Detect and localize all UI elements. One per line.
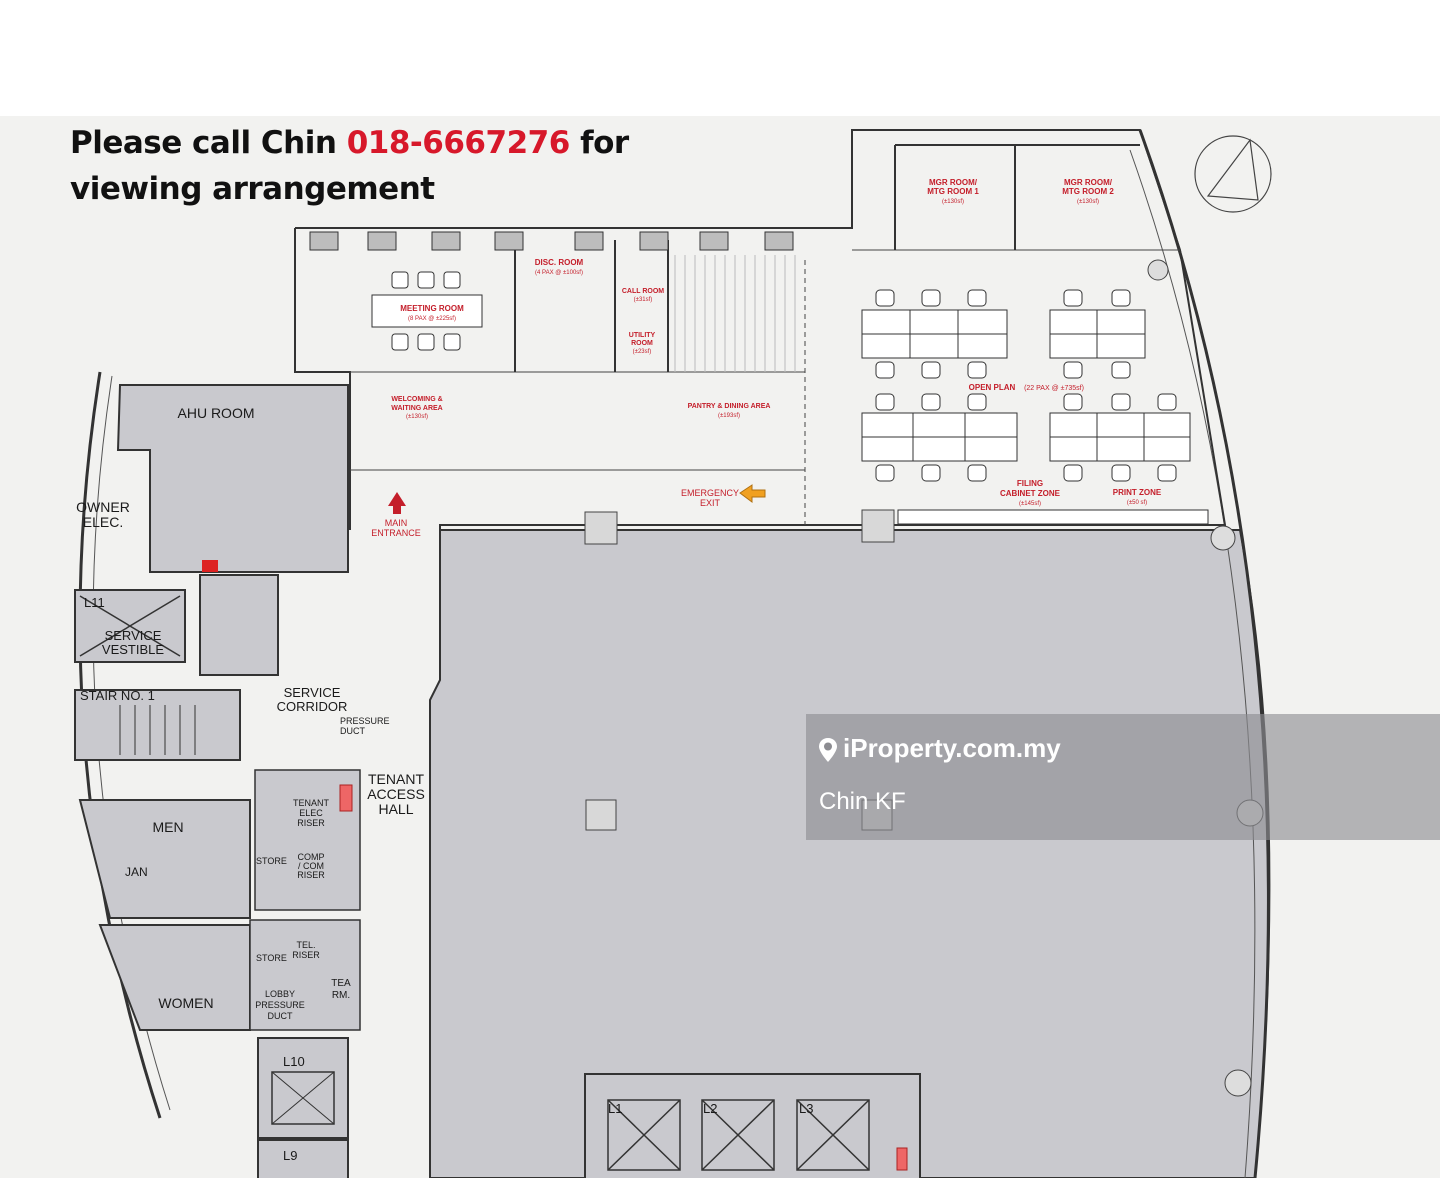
label-lobby-duct: LOBBY (265, 989, 295, 999)
label-men: MEN (152, 819, 183, 835)
contact-suffix: for (569, 125, 629, 161)
lift-bank (584, 1073, 921, 1178)
facade-right-inner (1129, 149, 1256, 1178)
label-comp-riser: COMP (298, 852, 325, 862)
label-tea-rm-2: RM. (332, 990, 350, 1001)
label-welcoming: WELCOMING & (391, 396, 442, 403)
label-pressure-duct-2: DUCT (340, 726, 365, 736)
label-tea-rm: TEA (331, 978, 351, 989)
label-open-plan: OPEN PLAN (969, 383, 1016, 392)
label-tenant-access: TENANT (368, 771, 424, 787)
label-stair: STAIR NO. 1 (80, 688, 155, 703)
ahu-room-area (116, 384, 349, 573)
womens-toilet (98, 924, 251, 1031)
contact-line-1: Please call Chin 018-6667276 for (70, 120, 629, 166)
floor-plan-drawing: AHU ROOM OWNER ELEC. L11 SERVICE VESTIBL… (74, 129, 1272, 1178)
watermark-agent: Chin KF (819, 788, 906, 815)
label-emergency-exit: EMERGENCY (681, 488, 739, 498)
label-service-vestible-2: VESTIBLE (102, 642, 164, 657)
label-utility-room-sub: (±23sf) (633, 349, 652, 355)
label-tenant-access-3: HALL (378, 801, 413, 817)
location-pin-icon (819, 738, 837, 762)
label-tenant-access-2: ACCESS (367, 786, 425, 802)
lift-l9 (257, 1139, 349, 1178)
mens-toilet (78, 799, 251, 919)
label-meeting-room: MEETING ROOM (400, 304, 464, 313)
label-lobby-duct-2: PRESSURE (255, 1000, 305, 1010)
label-utility-room-2: ROOM (631, 340, 653, 347)
label-call-room-sub: (±31sf) (634, 297, 653, 303)
label-service-corridor: SERVICE (284, 685, 341, 700)
north-arrow-icon (1194, 135, 1272, 213)
label-print-zone: PRINT ZONE (1113, 488, 1162, 497)
label-pantry-sub: (±193sf) (718, 413, 740, 419)
label-filing-2: CABINET ZONE (1000, 489, 1061, 498)
label-lobby-duct-3: DUCT (268, 1011, 293, 1021)
label-store-1: STORE (256, 856, 287, 866)
label-l9: L9 (283, 1148, 297, 1163)
label-tenant-elec-3: RISER (297, 818, 325, 828)
label-l11: L11 (84, 595, 105, 610)
label-disc-room-sub: (4 PAX @ ±100sf) (535, 270, 583, 276)
shaft-room (199, 574, 279, 676)
label-l3: L3 (799, 1101, 813, 1116)
label-l10: L10 (283, 1054, 305, 1069)
label-welcoming-2: WAITING AREA (391, 405, 442, 412)
label-owner-elec-2: ELEC. (83, 514, 123, 530)
label-mgr-room-2: MGR ROOM/ (1064, 178, 1113, 187)
label-utility-room: UTILITY (629, 332, 656, 339)
label-jan: JAN (125, 865, 148, 879)
label-l1: L1 (608, 1101, 622, 1116)
viewing-contact-text: Please call Chin 018-6667276 for viewing… (70, 120, 629, 212)
facade-right (1138, 129, 1270, 1178)
open-plan-desks (861, 309, 1191, 462)
label-store-2: STORE (256, 953, 287, 963)
label-ahu-room: AHU ROOM (178, 405, 255, 421)
label-comp-riser-3: RISER (297, 870, 325, 880)
contact-prefix: Please call Chin (70, 125, 347, 161)
contact-phone[interactable]: 018-6667276 (346, 125, 571, 161)
label-pressure-duct: PRESSURE (340, 716, 390, 726)
main-entrance-arrow-icon (388, 492, 406, 514)
label-tenant-elec: TENANT (293, 798, 330, 808)
label-comp-riser-2: / COM (298, 861, 324, 871)
watermark-brand: iProperty.com.my (843, 733, 1061, 763)
filing-cabinets (897, 509, 1209, 525)
office-outline (295, 129, 1227, 530)
contact-line-2: viewing arrangement (70, 171, 435, 207)
riser-block-2 (249, 919, 361, 1031)
label-meeting-room-sub: (8 PAX @ ±225sf) (408, 316, 456, 322)
label-call-room: CALL ROOM (622, 288, 664, 295)
floor-plan: AHU ROOM OWNER ELEC. L11 SERVICE VESTIBL… (0, 116, 1440, 1178)
label-mgr-room-1-b: MTG ROOM 1 (927, 187, 979, 196)
label-disc-room: DISC. ROOM (535, 258, 584, 267)
emergency-exit-arrow-icon (739, 484, 766, 503)
label-mgr-room-1: MGR ROOM/ (929, 178, 978, 187)
label-women: WOMEN (158, 995, 213, 1011)
label-service-vestible: SERVICE (105, 628, 162, 643)
label-filing-sub: (±145sf) (1019, 501, 1041, 507)
label-mgr-room-2-sub: (±130sf) (1077, 199, 1099, 205)
watermark-banner (806, 714, 1440, 840)
meeting-table (371, 294, 483, 328)
label-service-corridor-2: CORRIDOR (277, 699, 348, 714)
label-main-entrance-2: ENTRANCE (371, 528, 421, 538)
stair-area (74, 689, 241, 761)
label-open-plan-sub: (22 PAX @ ±735sf) (1024, 385, 1084, 392)
lift-l10 (257, 1037, 349, 1139)
label-tenant-elec-2: ELEC (299, 808, 323, 818)
label-welcoming-sub: (±130sf) (406, 414, 428, 420)
label-emergency-exit-2: EXIT (700, 498, 721, 508)
label-owner-elec: OWNER (76, 499, 130, 515)
label-main-entrance: MAIN (385, 518, 408, 528)
label-tel-riser: TEL. (296, 940, 315, 950)
label-mgr-room-1-sub: (±130sf) (942, 199, 964, 205)
label-mgr-room-2-b: MTG ROOM 2 (1062, 187, 1114, 196)
label-l2: L2 (703, 1101, 717, 1116)
label-filing: FILING (1017, 479, 1043, 488)
label-tel-riser-2: RISER (292, 950, 320, 960)
label-pantry: PANTRY & DINING AREA (688, 403, 771, 410)
label-print-zone-sub: (±50 sf) (1127, 500, 1147, 506)
